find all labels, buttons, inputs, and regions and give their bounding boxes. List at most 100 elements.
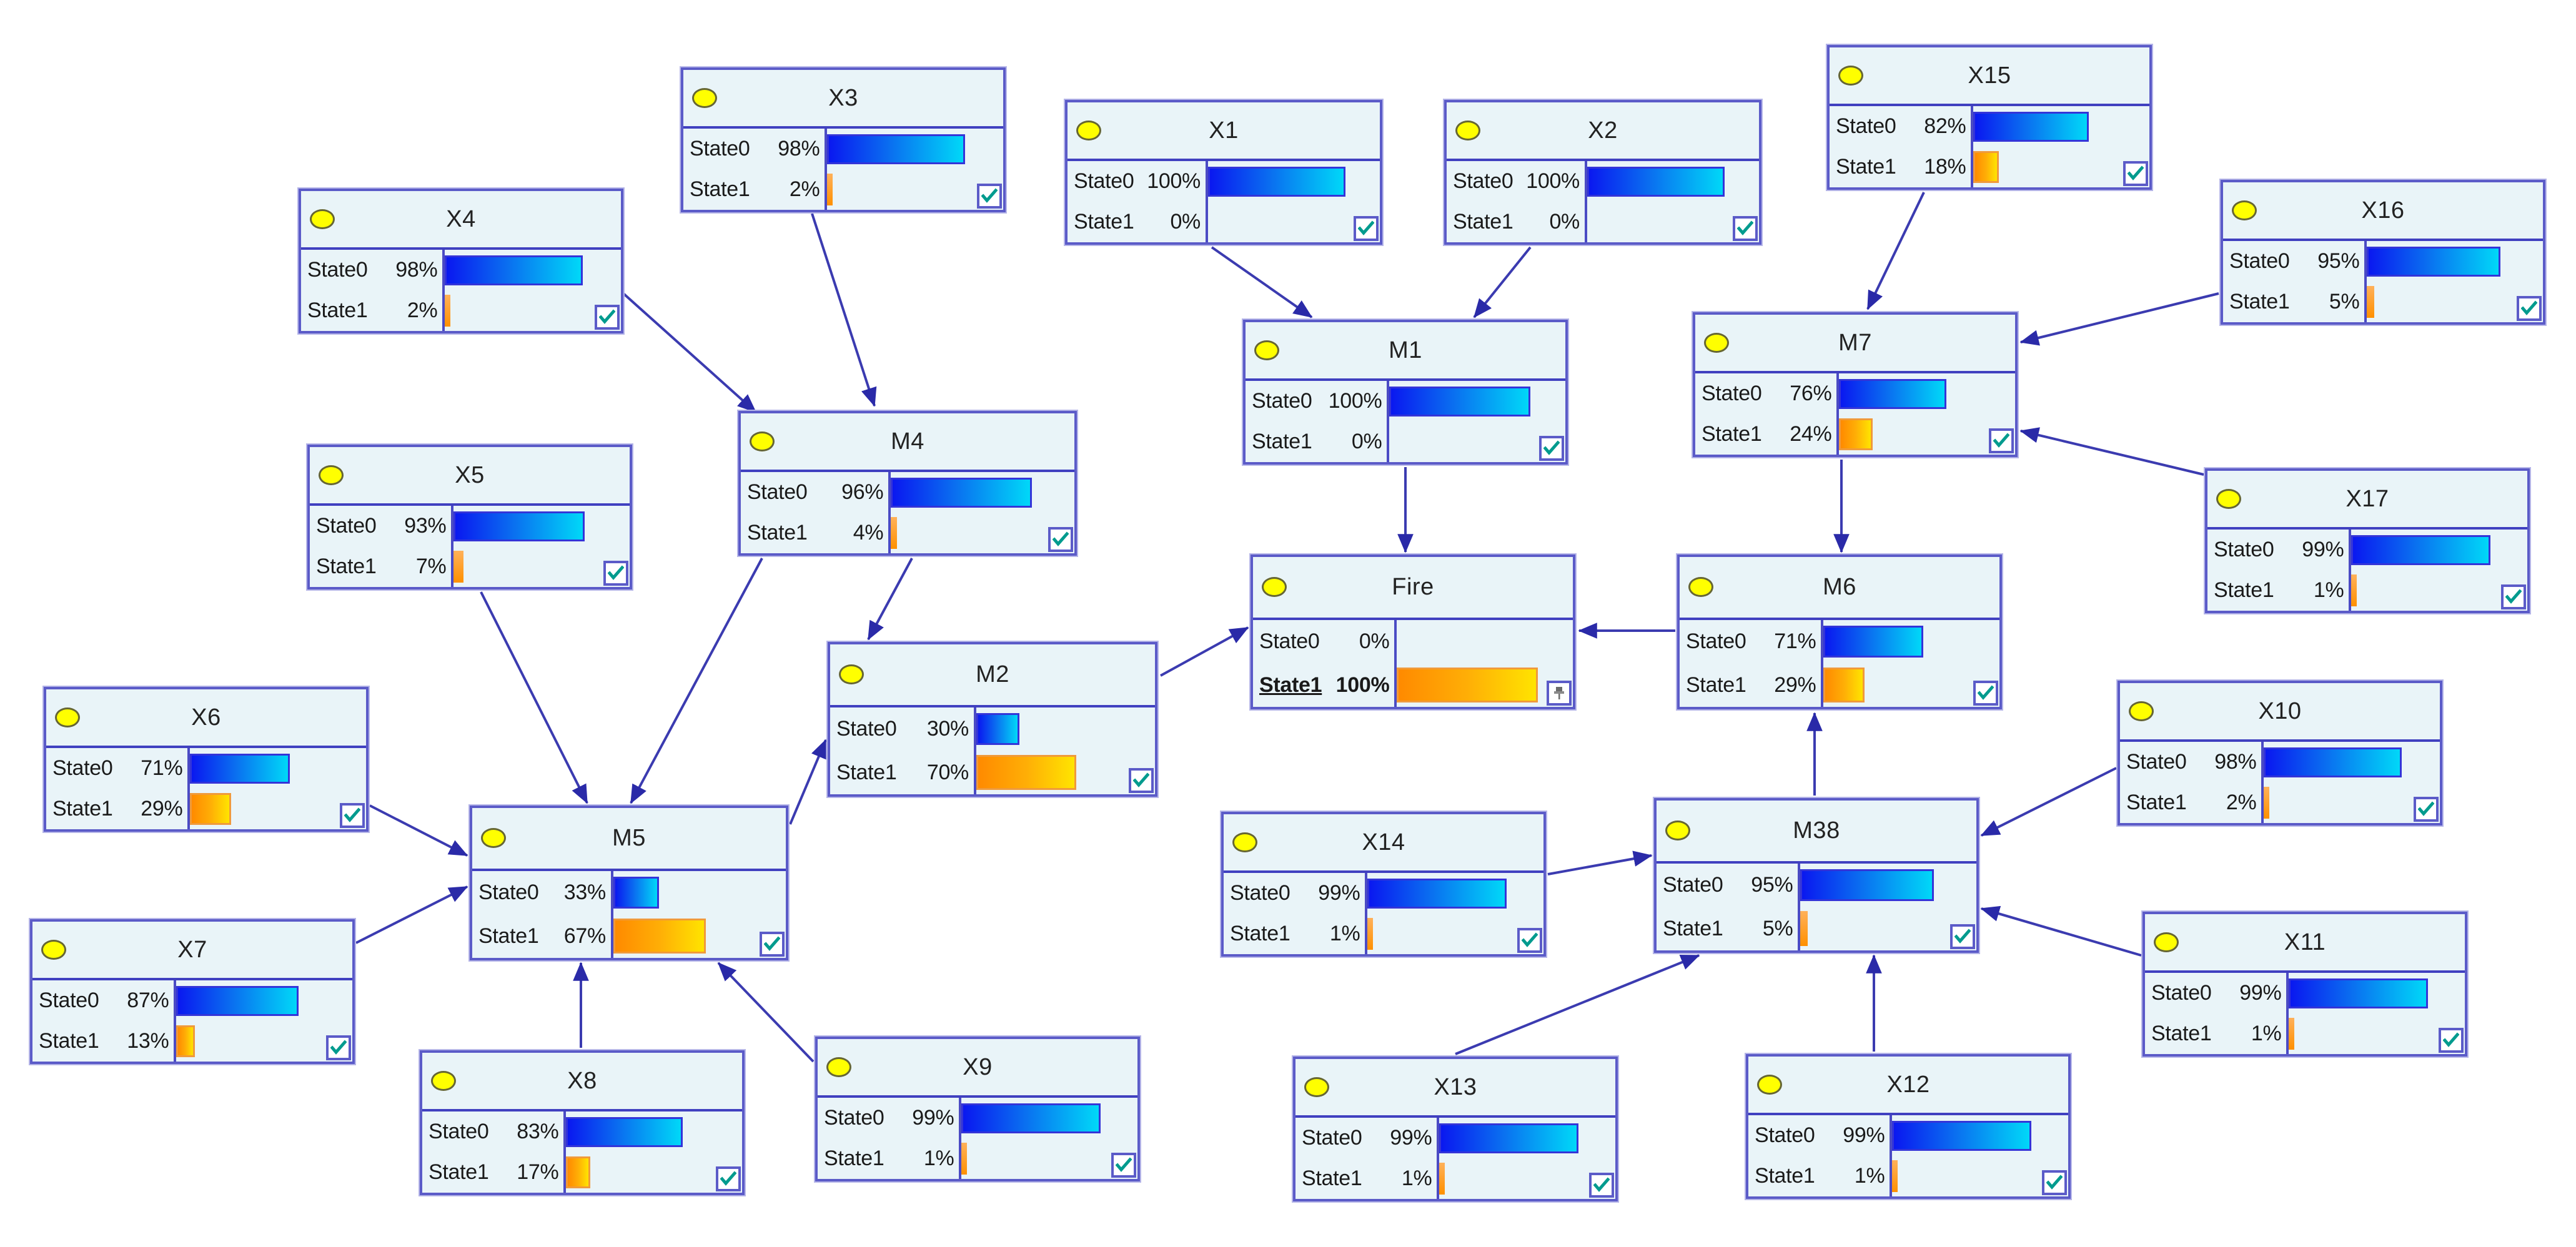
checkmark-icon[interactable] — [340, 802, 365, 828]
yellow-ellipse-icon[interactable] — [1455, 121, 1480, 141]
checkmark-icon[interactable] — [1048, 526, 1073, 552]
node-title-bar[interactable]: X6 — [46, 689, 366, 749]
yellow-ellipse-icon[interactable] — [1757, 1075, 1782, 1095]
yellow-ellipse-icon[interactable] — [2216, 489, 2241, 510]
yellow-ellipse-icon[interactable] — [1254, 340, 1279, 361]
node-title-bar[interactable]: M1 — [1246, 322, 1565, 382]
state-row-1[interactable]: State1 1% — [1748, 1156, 1890, 1196]
state-row-1[interactable]: State1 2% — [301, 290, 442, 331]
node-title-bar[interactable]: M6 — [1680, 557, 1999, 620]
checkmark-icon[interactable] — [1354, 215, 1379, 241]
yellow-ellipse-icon[interactable] — [692, 88, 717, 109]
state-row-1[interactable]: State1 7% — [310, 546, 451, 587]
yellow-ellipse-icon[interactable] — [1076, 121, 1101, 141]
pushpin-icon[interactable] — [1547, 680, 1572, 706]
node-title-bar[interactable]: X3 — [683, 70, 1003, 129]
checkmark-icon[interactable] — [1111, 1152, 1136, 1178]
checkmark-icon[interactable] — [2414, 796, 2439, 822]
yellow-ellipse-icon[interactable] — [1665, 821, 1690, 841]
state-row-1[interactable]: State1 2% — [683, 169, 825, 210]
yellow-ellipse-icon[interactable] — [826, 1057, 851, 1078]
state-row-1[interactable]: State1 1% — [1295, 1158, 1437, 1199]
node-title-bar[interactable]: X9 — [818, 1039, 1137, 1098]
checkmark-icon[interactable] — [1733, 215, 1758, 241]
yellow-ellipse-icon[interactable] — [2129, 701, 2154, 722]
state-row-1[interactable]: State1 4% — [741, 513, 888, 553]
checkmark-icon[interactable] — [2123, 160, 2148, 186]
yellow-ellipse-icon[interactable] — [1688, 577, 1713, 598]
node-title-bar[interactable]: M5 — [472, 808, 786, 871]
checkmark-icon[interactable] — [760, 931, 785, 957]
checkmark-icon[interactable] — [1517, 927, 1542, 953]
checkmark-icon[interactable] — [1989, 428, 2014, 453]
checkmark-icon[interactable] — [2501, 584, 2526, 609]
state-row-1[interactable]: State1 1% — [1224, 914, 1365, 954]
yellow-ellipse-icon[interactable] — [310, 209, 335, 230]
node-title-bar[interactable]: X10 — [2120, 683, 2440, 742]
yellow-ellipse-icon[interactable] — [55, 707, 80, 728]
checkmark-icon[interactable] — [2042, 1170, 2067, 1195]
yellow-ellipse-icon[interactable] — [1704, 333, 1729, 353]
state-row-1[interactable]: State1 0% — [1068, 202, 1206, 242]
node-title-bar[interactable]: X8 — [422, 1053, 742, 1112]
state-row-1[interactable]: State1 5% — [2223, 282, 2364, 322]
checkmark-icon[interactable] — [595, 304, 620, 330]
checkmark-icon[interactable] — [1539, 435, 1564, 461]
state-row-1[interactable]: State1 2% — [2120, 782, 2261, 823]
yellow-ellipse-icon[interactable] — [1304, 1077, 1329, 1098]
node-title-bar[interactable]: X7 — [32, 922, 352, 981]
checkmark-icon[interactable] — [1129, 767, 1154, 793]
node-title-bar[interactable]: X1 — [1068, 102, 1380, 162]
yellow-ellipse-icon[interactable] — [2232, 200, 2257, 221]
checkmark-icon[interactable] — [1973, 680, 1998, 706]
checkmark-icon[interactable] — [2439, 1027, 2464, 1053]
node-title-bar[interactable]: X11 — [2145, 914, 2465, 973]
checkmark-icon[interactable] — [1589, 1172, 1614, 1198]
node-title-bar[interactable]: X5 — [310, 447, 630, 506]
checkmark-icon[interactable] — [1950, 924, 1975, 949]
node-title-bar[interactable]: M38 — [1657, 801, 1976, 864]
